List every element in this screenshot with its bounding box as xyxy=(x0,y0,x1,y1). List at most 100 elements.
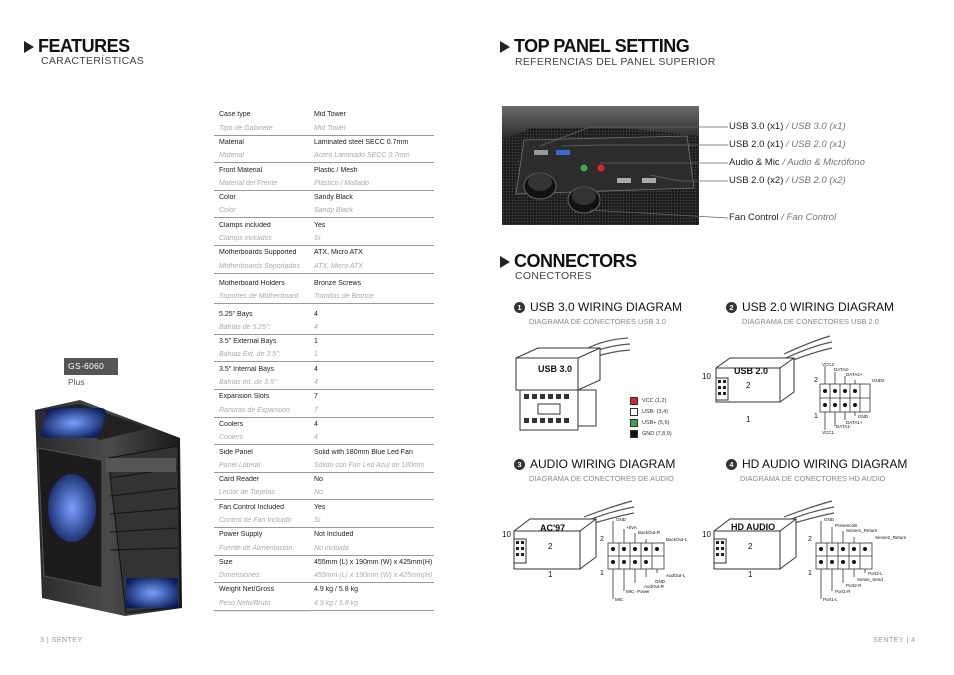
spec-value-es: 7 xyxy=(314,406,318,414)
pin-label-data2-plus: DATA2+ xyxy=(846,372,863,377)
triangle-icon xyxy=(500,40,510,53)
spec-row: Card Reader No xyxy=(214,473,434,487)
spec-value: Bronze Screws xyxy=(314,279,362,287)
pin-label-port1-r: Port1-R xyxy=(835,589,851,594)
spec-row: Front Material Plastic / Mesh xyxy=(214,163,434,177)
spec-key-es: Bahías de 5.25": xyxy=(219,323,271,331)
spec-row-es: Peso Neto/Bruto 4.9 kg / 5.8 kg xyxy=(214,597,434,611)
spec-value: 4 xyxy=(314,365,318,373)
spec-value-es: Sí xyxy=(314,235,321,243)
pin-label-sense1-return: Sense1_Return xyxy=(846,528,878,533)
spec-value: No xyxy=(314,476,323,484)
spec-value: 7 xyxy=(314,393,318,401)
spec-value-es: 4 xyxy=(314,434,318,442)
spec-key-es: Coolers xyxy=(219,434,244,442)
triangle-icon xyxy=(500,255,510,268)
spec-value-es: No xyxy=(314,489,323,497)
spec-key: 3.5" Internal Bays xyxy=(219,365,275,373)
pin-label-5va: +5VA xyxy=(626,525,637,530)
hd-audio-diagram-sub: DIAGRAMA DE CONECTORES HD AUDIO xyxy=(740,474,886,483)
spec-value: Not Included xyxy=(314,531,354,539)
spec-row-es: Bahías de 5.25":4 xyxy=(214,321,434,335)
spec-key: Motherboard Holders xyxy=(219,279,285,287)
spec-value-es: 1 xyxy=(314,351,318,359)
hd-audio-connector-drawing: HD AUDIO 10 2 1 2 1 GND PresenceB Sense1… xyxy=(702,500,907,602)
connectors-subtitle: CONECTORES xyxy=(515,270,592,282)
number-badge: 2 xyxy=(726,301,737,313)
callout-audio-mic: Audio & Mic / Audio & Micrófono xyxy=(729,157,865,168)
pin-label-sense2-return: Sense2_Return xyxy=(875,535,907,540)
spec-key: Card Reader xyxy=(219,476,260,484)
top-panel-photo xyxy=(502,106,699,225)
usb20-plug-label: USB 2.0 xyxy=(734,366,768,376)
legend-swatch-white xyxy=(630,407,638,416)
pin-number-2-b: 2 xyxy=(814,377,818,384)
features-title: FEATURES xyxy=(38,36,130,56)
spec-value-es: 4.9 kg / 5.8 kg xyxy=(314,599,358,607)
spec-value-es: Acero Laminado SECC 0.7mm xyxy=(314,152,410,160)
pin-label-gnd2: GND2 xyxy=(872,378,885,383)
spec-row-es: Bahías Int. de 3.5":4 xyxy=(214,376,434,390)
top-panel-subtitle: REFERENCIAS DEL PANEL SUPERIOR xyxy=(515,56,716,68)
spec-key: Front Material xyxy=(219,166,263,174)
spec-key: Case type xyxy=(219,111,251,119)
spec-value-es: Sandy Black xyxy=(314,207,353,215)
pin-label-mic: MIC xyxy=(615,597,624,602)
footer-right: SENTEY | 4 xyxy=(873,637,916,644)
legend-swatch-red xyxy=(630,396,638,405)
spec-value: 4.9 kg / 5.8 kg xyxy=(314,586,358,594)
spec-key: 5.25" Bays xyxy=(219,310,253,318)
pin-number-2: 2 xyxy=(746,381,751,390)
spec-key-es: Dimensiones xyxy=(219,572,260,580)
spec-row: Motherboard Holders Bronze Screws xyxy=(214,277,434,291)
spec-value: 4 xyxy=(314,420,318,428)
spec-row: 3.5" Internal Bays 4 xyxy=(214,362,434,376)
spec-key: 3.5" External Bays xyxy=(219,338,277,346)
spec-value-es: 4 xyxy=(314,379,318,387)
pin-label-mic-power: MIC- Power xyxy=(626,589,650,594)
footer-left: 3 | SENTEY xyxy=(40,637,83,644)
pin-label-port2-l: Port2-L xyxy=(868,571,883,576)
connectors-title: CONNECTORS xyxy=(514,251,637,271)
pin-label-gnd: GND xyxy=(858,414,869,419)
legend-swatch-green xyxy=(630,418,638,427)
pin-label-audout-l: AudOut-L xyxy=(666,573,686,578)
usb20-connector-drawing: USB 2.0 10 2 1 2 1 VCC2 DATA2- DATA2+ GN… xyxy=(702,335,885,435)
pin-label-sense-send: Sense_Send xyxy=(857,577,883,582)
features-heading: FEATURES xyxy=(24,36,130,57)
spec-row-es: Panel Lateral Sólido con Fan Led Azul de … xyxy=(214,459,434,473)
spec-value: Sandy Black xyxy=(314,194,353,202)
audio-diagram-title: 3 AUDIO WIRING DIAGRAM xyxy=(514,457,675,471)
pin-label-port1-l: Port1-L xyxy=(823,597,838,602)
ac97-plug-label: AC'97 xyxy=(540,523,565,533)
spec-key-es: Panel Lateral xyxy=(219,461,261,469)
usb30-diagram-sub: DIAGRAMA DE CONECTORES USB 3.0 xyxy=(529,317,666,326)
spec-key-es: Peso Neto/Bruto xyxy=(219,599,271,607)
model-tag: GS-6060 xyxy=(64,358,118,375)
pin-label-gnd: GND xyxy=(824,517,835,522)
pin-number-1: 1 xyxy=(746,415,751,424)
pin-number-1: 1 xyxy=(548,570,553,579)
pin-number-2-b: 2 xyxy=(808,536,812,543)
spec-key-es: Color xyxy=(219,207,236,215)
legend-usb-minus: USB- (3,4) xyxy=(630,406,672,417)
pin-label-presence: PresenceB xyxy=(835,523,857,528)
spec-key: Power Supply xyxy=(219,531,263,539)
spec-value-es: No incluida xyxy=(314,544,349,552)
spec-key-es: Motherboards Soportados xyxy=(219,262,300,270)
usb30-plug-label: USB 3.0 xyxy=(538,364,572,374)
spec-key-es: Bahías Ext. de 3.5": xyxy=(219,351,281,359)
spec-value-es: Sólido con Fan Led Azul de 180mm xyxy=(314,461,425,469)
spec-key-es: Control de Fan Incluido xyxy=(219,517,292,524)
spec-value: Plastic / Mesh xyxy=(314,166,358,174)
